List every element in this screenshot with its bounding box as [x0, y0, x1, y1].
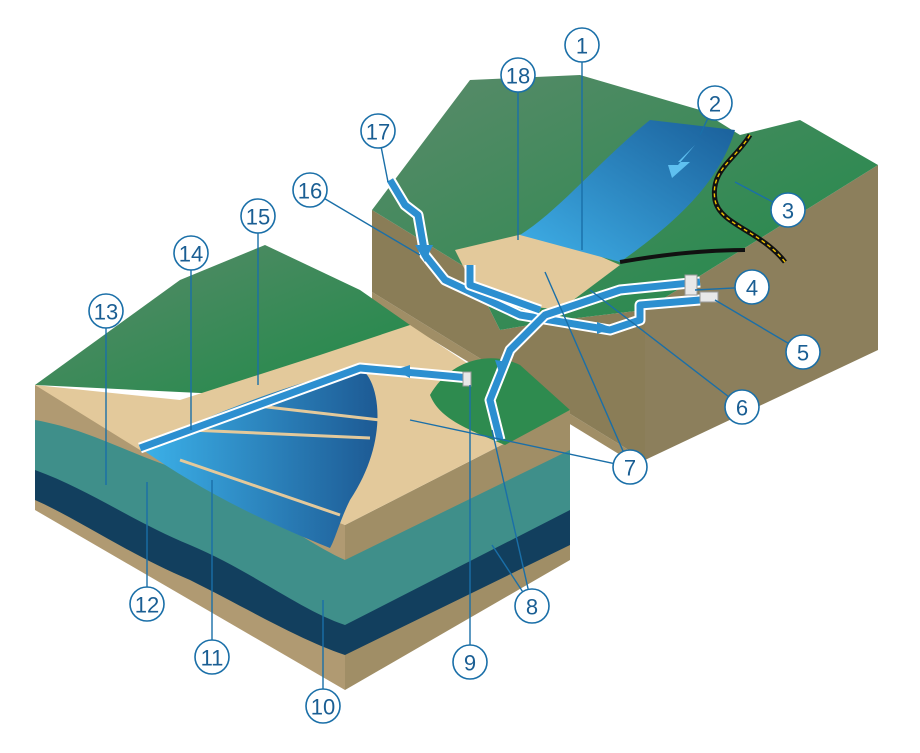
callout-3: 3 — [734, 181, 806, 228]
callout-circle — [240, 198, 276, 234]
callout-5: 5 — [714, 299, 821, 370]
callout-circle — [360, 113, 396, 149]
callout-number: 13 — [94, 300, 118, 325]
flow-arrow-icon — [597, 322, 612, 334]
callout-circle — [770, 192, 806, 228]
flow-arrow-icon — [395, 365, 410, 378]
lower-block — [35, 245, 570, 690]
callout-leader-line — [491, 544, 524, 593]
callout-number: 4 — [746, 276, 758, 301]
callout-leader-line — [694, 287, 736, 291]
callout-circle — [292, 172, 328, 208]
callout-number: 18 — [506, 64, 530, 89]
callout-circle — [734, 269, 770, 305]
callout-circle — [452, 644, 488, 680]
callout-number: 8 — [526, 595, 538, 620]
callout-circle — [500, 57, 536, 93]
callout-circle — [173, 235, 209, 271]
callout-leader-line — [491, 429, 529, 590]
callout-2: 2 — [697, 85, 733, 136]
callout-circle — [305, 688, 341, 724]
callout-9: 9 — [452, 385, 488, 680]
pump-station — [684, 274, 698, 296]
callout-17: 17 — [360, 113, 396, 183]
callout-number: 12 — [135, 593, 159, 618]
callout-circle — [785, 334, 821, 370]
callout-circle — [514, 588, 550, 624]
callout-circle — [129, 586, 165, 622]
flow-arrow-icon — [495, 360, 508, 375]
road — [711, 133, 787, 264]
callout-circle — [88, 293, 124, 329]
callout-circle — [612, 449, 648, 485]
callout-circle — [724, 389, 760, 425]
deep-aquifer-layer — [35, 470, 570, 655]
callout-12: 12 — [129, 482, 165, 622]
callout-leader-line — [699, 118, 709, 136]
upper-block-side-face — [645, 165, 878, 460]
callout-number: 5 — [797, 341, 809, 366]
callout-number: 16 — [298, 179, 322, 204]
upper-lake — [520, 120, 735, 262]
callout-number: 15 — [246, 205, 270, 230]
callout-leader-line — [544, 271, 624, 452]
callout-15: 15 — [240, 198, 276, 385]
callout-10: 10 — [305, 600, 341, 724]
callout-number: 11 — [201, 646, 224, 671]
callout-number: 2 — [709, 92, 721, 117]
callout-1: 1 — [564, 27, 600, 250]
callout-number: 7 — [624, 456, 636, 481]
callout-16: 16 — [292, 172, 421, 256]
flow-arrow-icon — [415, 245, 433, 262]
callout-leader-line — [714, 299, 789, 344]
callout-leader-line — [380, 147, 389, 183]
flow-arrow-icon — [668, 145, 695, 178]
intake-structure — [699, 291, 719, 303]
reservoir-berms — [179, 403, 381, 517]
callout-circle — [564, 27, 600, 63]
pipeline-network — [138, 177, 719, 454]
callout-number: 10 — [311, 695, 335, 720]
callout-14: 14 — [173, 235, 209, 430]
callout-18: 18 — [500, 57, 536, 240]
callout-leader-line — [589, 289, 729, 398]
callout-leader-line — [324, 198, 421, 256]
callout-number: 6 — [736, 396, 748, 421]
outlet-structure — [462, 371, 472, 387]
callout-leader-line — [734, 181, 774, 203]
callout-number: 14 — [179, 242, 203, 267]
callout-11: 11 — [194, 480, 230, 675]
callout-number: 1 — [576, 34, 588, 59]
callout-circle — [194, 639, 230, 675]
callout-13: 13 — [88, 293, 124, 485]
callout-number: 17 — [366, 120, 390, 145]
road-lower — [619, 248, 746, 264]
callout-leader-line — [409, 419, 614, 465]
callout-number: 3 — [782, 199, 794, 224]
callout-8: 8 — [491, 429, 550, 624]
callout-number: 9 — [464, 651, 476, 676]
callout-circle — [697, 85, 733, 121]
callout-7: 7 — [409, 271, 648, 485]
callout-6: 6 — [589, 289, 760, 425]
callout-4: 4 — [694, 269, 770, 305]
